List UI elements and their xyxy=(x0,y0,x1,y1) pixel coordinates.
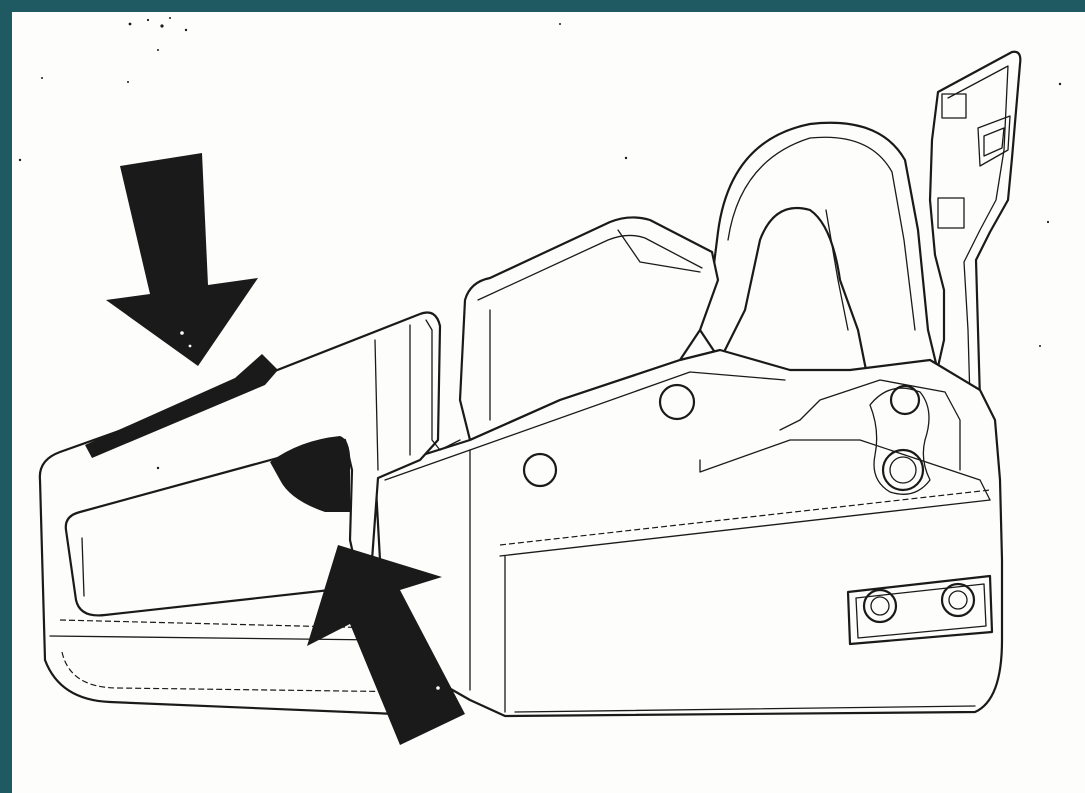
bar-nuts-plate xyxy=(846,574,994,646)
scan-speckles xyxy=(18,17,1062,691)
engine-housing xyxy=(373,348,1004,718)
arrow-top-down xyxy=(106,153,258,366)
arrow-bottom-up xyxy=(307,545,465,745)
engine-cover xyxy=(458,216,720,442)
